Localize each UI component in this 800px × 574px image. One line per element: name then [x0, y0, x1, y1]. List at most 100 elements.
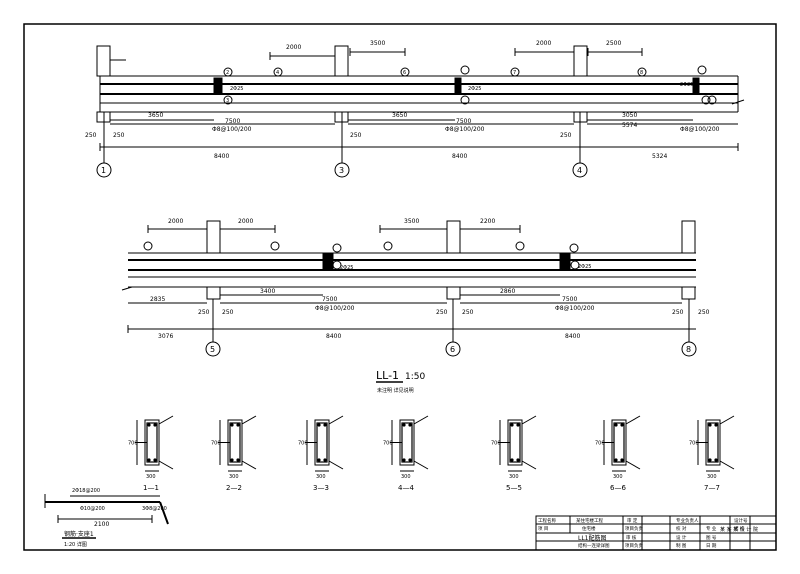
tb-drawing-sub: 结构—连梁详图 [578, 542, 610, 549]
beam2-dim-top-3: 3500 [404, 218, 419, 225]
tb-draft-label: 制 图 [676, 542, 687, 549]
beam1-mark-4: 6 [403, 70, 406, 76]
beam2-dim-mid-1: 2835 [150, 296, 165, 303]
section-rebar-dot [516, 423, 520, 427]
tb-project-value: 某住宅楼工程 [576, 517, 603, 524]
beam2-dim-top-1: 2000 [168, 218, 183, 225]
section-rebar-dot [230, 458, 234, 462]
section-rebar-dot [408, 458, 412, 462]
section-height-label: 700 [383, 441, 393, 447]
section-rebar-dot [620, 458, 624, 462]
beam1-mark-3: 4 [276, 70, 279, 76]
beam1-side-label-2: 2Φ25 [468, 86, 481, 92]
beam1-rebar-note-1: Φ8@100/200 [212, 126, 252, 133]
beam1-axis-2: 3 [339, 166, 344, 175]
section-details: 7003001—17003002—27003003—37003004—47003… [128, 415, 735, 492]
beam2-edge-dim-3: 250 [436, 309, 448, 316]
detail-right-label: 3Φ8@200 [142, 506, 167, 512]
beam2-side-label-2: 2Φ25 [578, 264, 591, 270]
section-height-label: 700 [595, 441, 605, 447]
section-rebar-dot [323, 423, 327, 427]
tb-check-label: 校 对 [676, 525, 687, 532]
beam-scale: 1:50 [405, 372, 425, 382]
section-rebar-dot [236, 423, 240, 427]
beam1-axis-3: 4 [577, 166, 582, 175]
section-label: 5—5 [506, 484, 522, 492]
beam2-dim-total-2: 8400 [326, 333, 341, 340]
sheet-border [23, 23, 777, 551]
tb-drawing-title: LL1配筋图 [578, 534, 607, 542]
beam1-side-label-1: 2Φ25 [230, 86, 243, 92]
section-label: 2—2 [226, 484, 242, 492]
beam2-edge-dim-4: 250 [462, 309, 474, 316]
section-leader-top [625, 415, 641, 425]
section-rebar-dot [317, 423, 321, 427]
beam2-rebar-note-1: Φ8@100/200 [315, 305, 355, 312]
tb-review-label: 审 核 [626, 534, 637, 541]
beam1-dim-top-2: 3500 [370, 40, 385, 47]
tb-approve-label: 审 定 [627, 517, 638, 524]
beam1-edge-dim-1: 250 [85, 132, 97, 139]
section-rebar-dot [614, 423, 618, 427]
beam2-dim-mid-4: 2860 [500, 288, 515, 295]
tb-design-label: 设 计 [676, 534, 687, 541]
section-leader-bottom [625, 460, 641, 470]
rebar-detail [44, 494, 169, 539]
tb-design-no-label: 设计号 [734, 517, 748, 524]
detail-caption: 钢筋·支座1 [64, 530, 94, 538]
beam1-dim-mid-4: 7500 [456, 118, 471, 125]
section-label: 6—6 [610, 484, 626, 492]
beam1-edge-dim-2: 250 [113, 132, 125, 139]
beam1-mark-2: 3 [226, 98, 229, 104]
section-leader-top [158, 415, 174, 425]
beam1-edge-dim-4: 250 [560, 132, 572, 139]
beam2-dim-top-2: 2000 [238, 218, 253, 225]
title-block [535, 515, 777, 551]
tb-date-label: 日 期 [706, 543, 717, 549]
section-width-label: 300 [707, 474, 717, 480]
section-height-label: 700 [491, 441, 501, 447]
beam2-dim-top-4: 2200 [480, 218, 495, 225]
beam2-dim-mid-3: 7500 [322, 296, 337, 303]
beam2-side-label-1: 2Φ25 [340, 265, 353, 271]
section-rebar-dot [153, 458, 157, 462]
section-height-label: 700 [689, 441, 699, 447]
beam2-dim-mid-2: 3400 [260, 288, 275, 295]
section-width-label: 300 [401, 474, 411, 480]
section-label: 4—4 [398, 484, 414, 492]
tb-discipline-value: 结 构 [734, 525, 745, 532]
beam2-dim-mid-5: 7500 [562, 296, 577, 303]
beam1-dim-mid-6: 5574 [622, 122, 637, 129]
beam1-dim-mid-5: 3050 [622, 112, 637, 119]
beam1-axis-1: 1 [101, 166, 106, 175]
section-rebar-dot [620, 423, 624, 427]
tb-project-lead-label: 项目负责 [625, 525, 643, 532]
beam1-mark-6: 8 [640, 70, 643, 76]
section-rebar-dot [230, 423, 234, 427]
beam-title: LL-1 [376, 369, 399, 382]
detail-sub-caption: 1:20 详图 [64, 541, 87, 548]
section-label: 7—7 [704, 484, 720, 492]
beam2-dim-total-3: 8400 [565, 333, 580, 340]
beam1-dim-total-3: 5324 [652, 153, 667, 160]
beam2-axis-1: 5 [210, 345, 215, 354]
section-rebar-dot [147, 423, 151, 427]
section-rebar-dot [516, 458, 520, 462]
beam-elevation-2 [121, 220, 697, 357]
section-rebar-dot [708, 423, 712, 427]
detail-top-label: 2Φ18@200 [72, 488, 100, 494]
section-leader-top [413, 415, 429, 425]
section-leader-bottom [241, 460, 257, 470]
section-width-label: 300 [316, 474, 326, 480]
section-rebar-dot [402, 458, 406, 462]
beam2-axis-3: 8 [686, 345, 691, 354]
beam2-edge-dim-2: 250 [222, 309, 234, 316]
beam1-dim-top-1: 2000 [286, 44, 301, 51]
section-width-label: 300 [229, 474, 239, 480]
beam-elevation-1 [96, 45, 745, 178]
section-rebar-dot [147, 458, 151, 462]
beam2-edge-dim-1: 250 [198, 309, 210, 316]
detail-length: 2100 [94, 521, 109, 528]
section-width-label: 300 [146, 474, 156, 480]
beam1-dim-mid-3: 3650 [392, 112, 407, 119]
